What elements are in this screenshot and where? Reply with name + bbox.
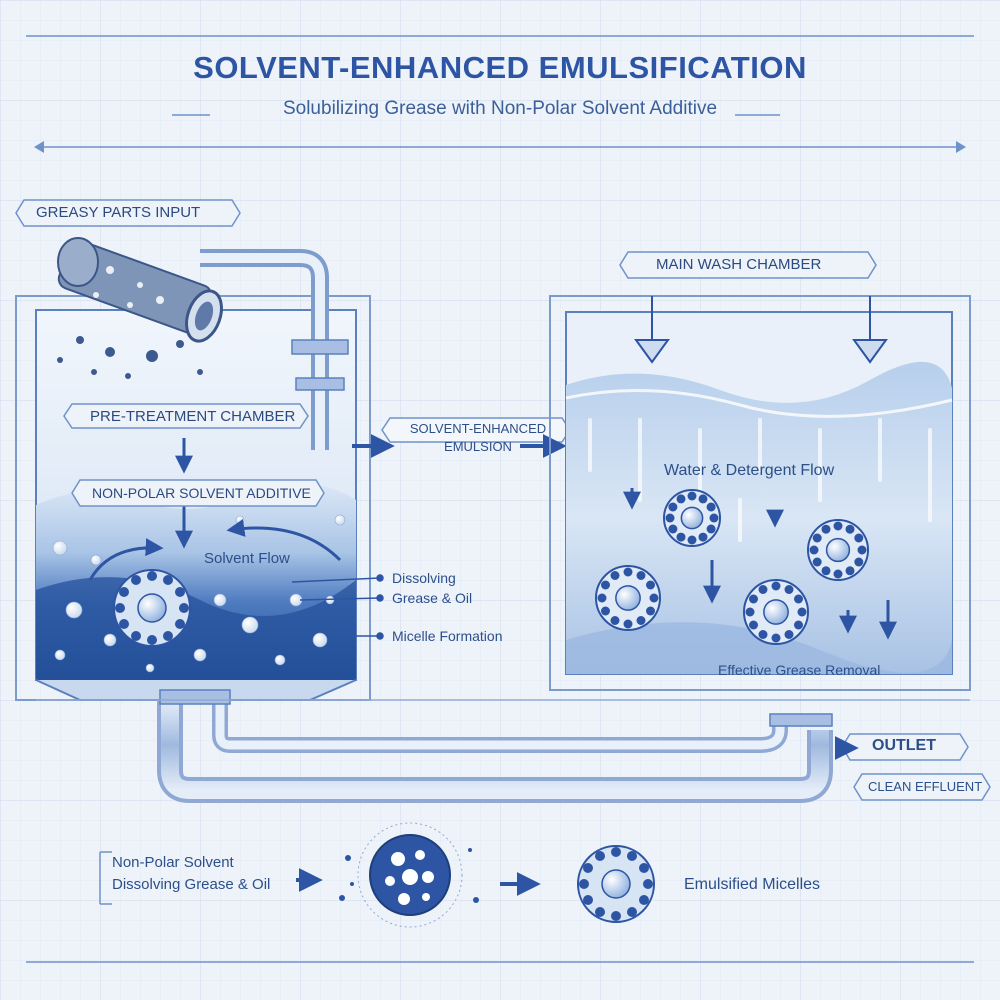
wash-micelle xyxy=(595,565,661,631)
label-water-detergent: Water & Detergent Flow xyxy=(664,462,835,479)
diagram-subtitle: Solubilizing Grease with Non-Polar Solve… xyxy=(282,98,718,119)
label-emulsion-2: EMULSION xyxy=(444,439,512,454)
header-rules xyxy=(26,35,974,963)
label-dissolving-1: Dissolving xyxy=(392,570,456,586)
legend-frame xyxy=(99,851,112,905)
right-micelles xyxy=(595,489,869,645)
left-micelle xyxy=(113,569,191,647)
legend-solvent-droplet xyxy=(357,822,463,928)
flow-arrows-right xyxy=(623,488,897,640)
wash-micelle xyxy=(663,489,721,547)
inlet-arrows xyxy=(634,296,888,364)
drain-pipe xyxy=(36,689,970,803)
input-pipe xyxy=(200,249,349,450)
wash-micelle xyxy=(743,579,809,645)
header-arrowhead-right xyxy=(956,141,966,153)
label-pretreatment: PRE-TREATMENT CHAMBER xyxy=(90,408,296,425)
label-clean-effluent: CLEAN EFFLUENT xyxy=(868,779,983,794)
header-arrowhead-left xyxy=(34,141,44,153)
label-outlet: OUTLET xyxy=(872,737,936,754)
legend-line-2: Dissolving Grease & Oil xyxy=(112,876,271,893)
label-micelle-formation: Micelle Formation xyxy=(392,628,503,644)
legend-debris xyxy=(339,848,479,903)
label-greasy-input: GREASY PARTS INPUT xyxy=(36,204,201,221)
left-bubbles xyxy=(52,514,346,673)
label-main-wash: MAIN WASH CHAMBER xyxy=(656,256,822,273)
legend-emulsified: Emulsified Micelles xyxy=(684,876,821,893)
label-dissolving-2: Grease & Oil xyxy=(392,590,473,606)
diagram-title: SOLVENT-ENHANCED EMULSIFICATION xyxy=(193,50,807,85)
label-nonpolar-additive: NON-POLAR SOLVENT ADDITIVE xyxy=(92,485,311,501)
label-effective-removal: Effective Grease Removal xyxy=(718,662,881,678)
label-emulsion-1: SOLVENT-ENHANCED xyxy=(409,421,547,436)
legend-line-1: Non-Polar Solvent xyxy=(112,854,234,871)
falling-debris xyxy=(57,336,203,379)
legend-emulsified-micelle xyxy=(577,845,655,923)
wash-micelle xyxy=(807,519,869,581)
water-streaks xyxy=(588,418,932,542)
label-solvent-flow: Solvent Flow xyxy=(204,550,290,567)
tag-frames xyxy=(15,199,991,801)
swirl-arrow-left xyxy=(88,538,164,581)
greasy-part xyxy=(57,237,223,343)
swirl-arrow-right xyxy=(226,519,342,562)
left-label-connectors xyxy=(291,574,384,640)
